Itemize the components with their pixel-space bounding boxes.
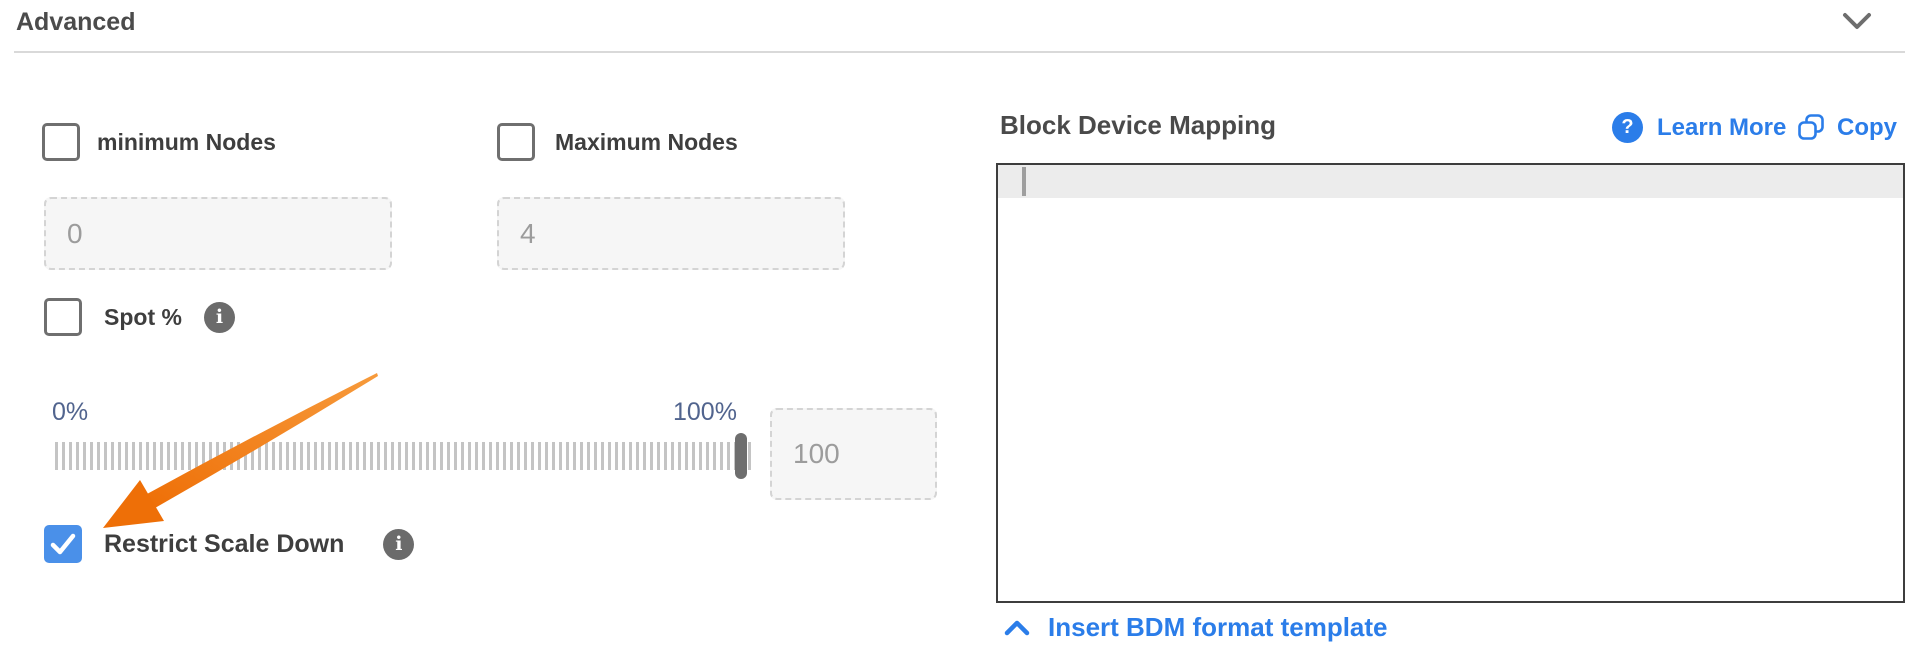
minimum-nodes-input[interactable] [44, 197, 392, 270]
bdm-editor[interactable] [996, 163, 1905, 603]
restrict-scale-down-checkbox[interactable] [44, 525, 82, 563]
checkmark-icon [43, 524, 83, 564]
insert-template-label: Insert BDM format template [1048, 612, 1388, 642]
chevron-down-icon [1840, 8, 1874, 34]
minimum-nodes-label: minimum Nodes [97, 128, 276, 155]
help-icon: ? [1612, 112, 1643, 143]
maximum-nodes-checkbox[interactable] [497, 123, 535, 161]
collapse-section-button[interactable] [1840, 8, 1874, 34]
minimum-nodes-group: minimum Nodes [42, 123, 276, 161]
slider-min-label: 0% [52, 398, 89, 426]
section-divider [14, 51, 1905, 53]
maximum-nodes-label: Maximum Nodes [555, 128, 738, 155]
spot-percent-label: Spot % [104, 303, 182, 330]
restrict-scale-down-info-icon[interactable]: i [383, 528, 415, 560]
restrict-scale-down-group: Restrict Scale Down i [44, 525, 415, 563]
copy-button[interactable]: Copy [1797, 113, 1897, 142]
copy-icon [1797, 113, 1826, 142]
chevron-up-icon [1003, 618, 1031, 638]
slider-max-label: 100% [673, 398, 737, 426]
help-glyph: ? [1621, 116, 1634, 138]
maximum-nodes-input[interactable] [497, 197, 845, 270]
spot-percent-group: Spot % i [44, 298, 235, 336]
section-title: Advanced [16, 8, 136, 36]
insert-bdm-template-link[interactable]: Insert BDM format template [1003, 612, 1388, 643]
bdm-title: Block Device Mapping [1000, 110, 1276, 140]
editor-active-line [998, 165, 1903, 198]
spot-percent-checkbox[interactable] [44, 298, 82, 336]
minimum-nodes-checkbox[interactable] [42, 123, 80, 161]
maximum-nodes-group: Maximum Nodes [497, 123, 738, 161]
editor-cursor [1022, 167, 1026, 196]
spot-percent-input[interactable] [770, 408, 937, 500]
info-glyph: i [395, 533, 403, 555]
learn-more-link[interactable]: ? Learn More [1612, 112, 1786, 143]
copy-label: Copy [1837, 113, 1897, 141]
spot-percent-slider-handle[interactable] [735, 433, 747, 479]
learn-more-label: Learn More [1657, 113, 1787, 141]
spot-percent-slider-track[interactable] [55, 442, 752, 470]
spot-info-icon[interactable]: i [203, 301, 235, 333]
restrict-scale-down-label: Restrict Scale Down [104, 529, 345, 558]
info-glyph: i [215, 306, 224, 328]
